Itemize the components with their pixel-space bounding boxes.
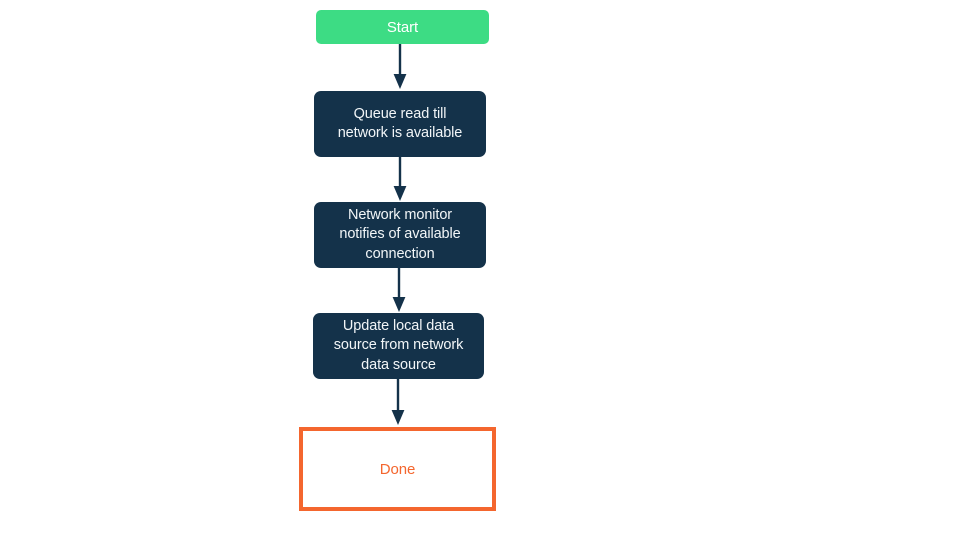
flowchart-node-queue-read-label: Queue read till network is available [337,105,463,142]
flowchart-edge-update-local-to-done [389,379,407,427]
flowchart-node-start[interactable]: Start [316,10,489,44]
flowchart-node-done[interactable]: Done [299,427,496,511]
flowchart-node-update-local[interactable]: Update local data source from network da… [313,313,484,379]
flowchart-node-queue-read[interactable]: Queue read till network is available [314,91,486,157]
flowchart-node-network-monitor-label: Network monitor notifies of available co… [339,206,461,262]
flowchart-node-done-label: Done [379,460,416,478]
flowchart-edge-start-to-queue-read [391,44,409,91]
flowchart-node-start-label: Start [386,18,419,36]
flowchart-node-network-monitor[interactable]: Network monitor notifies of available co… [314,202,486,268]
flowchart-edge-queue-read-to-network-monitor [391,157,409,203]
flowchart-edge-network-monitor-to-update-local [390,268,408,314]
flowchart-node-update-local-label: Update local data source from network da… [333,317,464,373]
